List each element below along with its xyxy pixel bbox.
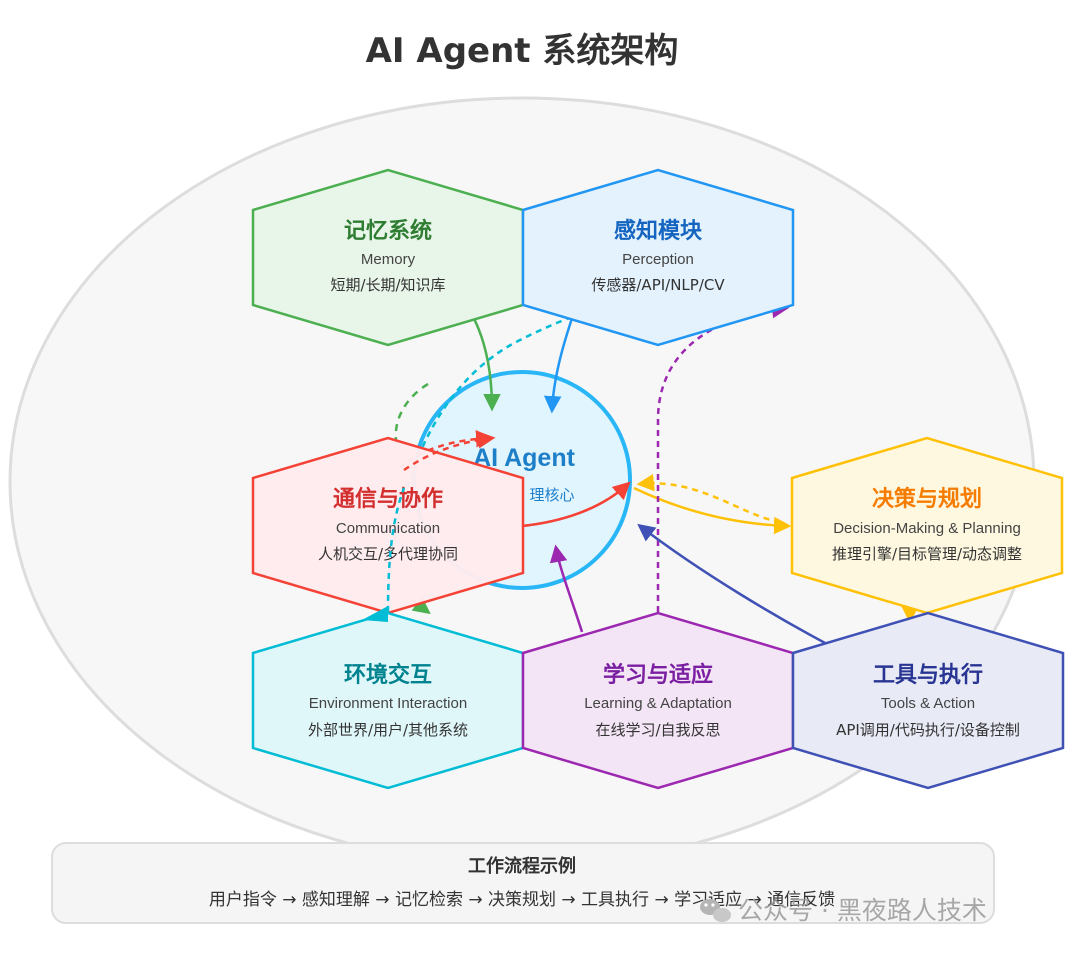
decision-hexagon <box>790 436 1064 615</box>
environment-desc: 外部世界/用户/其他系统 <box>308 721 468 739</box>
workflow-title: 工作流程示例 <box>468 855 576 877</box>
perception-hexagon <box>521 168 795 347</box>
watermark: 公众号 · 黑夜路人技术 <box>700 896 987 925</box>
memory-title: 记忆系统 <box>344 218 432 244</box>
arrow-environment-dashed-overlay <box>386 487 406 613</box>
module-memory[interactable]: 记忆系统 Memory 短期/长期/知识库 <box>251 168 525 347</box>
tools-desc: API调用/代码执行/设备控制 <box>836 721 1020 739</box>
communication-desc: 人机交互/多代理协同 <box>318 545 458 563</box>
decision-desc: 推理引擎/目标管理/动态调整 <box>832 545 1022 563</box>
perception-title: 感知模块 <box>614 218 703 244</box>
module-environment[interactable]: 环境交互 Environment Interaction 外部世界/用户/其他系… <box>251 611 525 790</box>
decision-title: 决策与规划 <box>872 486 982 512</box>
learning-desc: 在线学习/自我反思 <box>595 721 720 739</box>
arrow-tools-to-core <box>637 523 847 656</box>
diagram-title: AI Agent 系统架构 <box>366 31 679 71</box>
arrow-core-to-decision <box>633 486 792 535</box>
communication-title: 通信与协作 <box>333 486 443 512</box>
arrow-learning-to-core <box>549 544 584 633</box>
environment-subtitle: Environment Interaction <box>309 695 467 712</box>
perception-desc: 传感器/API/NLP/CV <box>591 276 725 294</box>
workflow-box <box>51 842 995 924</box>
arrow-decision-to-core-dashed <box>636 473 781 524</box>
cyan-arrowhead <box>362 606 388 622</box>
workflow-panel: 工作流程示例 用户指令 → 感知理解 → 记忆检索 → 决策规划 → 工具执行 … <box>51 842 995 924</box>
perception-subtitle: Perception <box>622 251 694 268</box>
workflow-steps: 用户指令 → 感知理解 → 记忆检索 → 决策规划 → 工具执行 → 学习适应 … <box>209 890 835 910</box>
communication-subtitle: Communication <box>336 520 440 537</box>
agent-core-subtitle: 理核心 <box>529 486 574 504</box>
watermark-text: 公众号 · 黑夜路人技术 <box>738 896 987 925</box>
module-tools[interactable]: 工具与执行 Tools & Action API调用/代码执行/设备控制 <box>791 611 1065 790</box>
arrow-communication-solid-overlay <box>521 481 631 528</box>
learning-subtitle: Learning & Adaptation <box>584 695 732 712</box>
communication-hexagon <box>251 436 525 615</box>
wechat-icon <box>700 899 731 922</box>
tools-subtitle: Tools & Action <box>881 695 975 712</box>
arrow-learning-to-perception-dashed <box>656 300 790 612</box>
environment-title: 环境交互 <box>344 662 432 688</box>
module-communication[interactable]: 通信与协作 Communication 人机交互/多代理协同 <box>251 436 525 615</box>
memory-subtitle: Memory <box>361 251 416 268</box>
arrow-communication-red-overlay <box>403 431 496 472</box>
memory-desc: 短期/长期/知识库 <box>330 276 445 294</box>
module-perception[interactable]: 感知模块 Perception 传感器/API/NLP/CV <box>521 168 795 347</box>
learning-title: 学习与适应 <box>603 662 713 688</box>
tools-hexagon <box>791 611 1065 790</box>
tools-title: 工具与执行 <box>873 662 983 688</box>
decision-subtitle: Decision-Making & Planning <box>833 520 1021 537</box>
module-decision[interactable]: 决策与规划 Decision-Making & Planning 推理引擎/目标… <box>790 436 1064 615</box>
